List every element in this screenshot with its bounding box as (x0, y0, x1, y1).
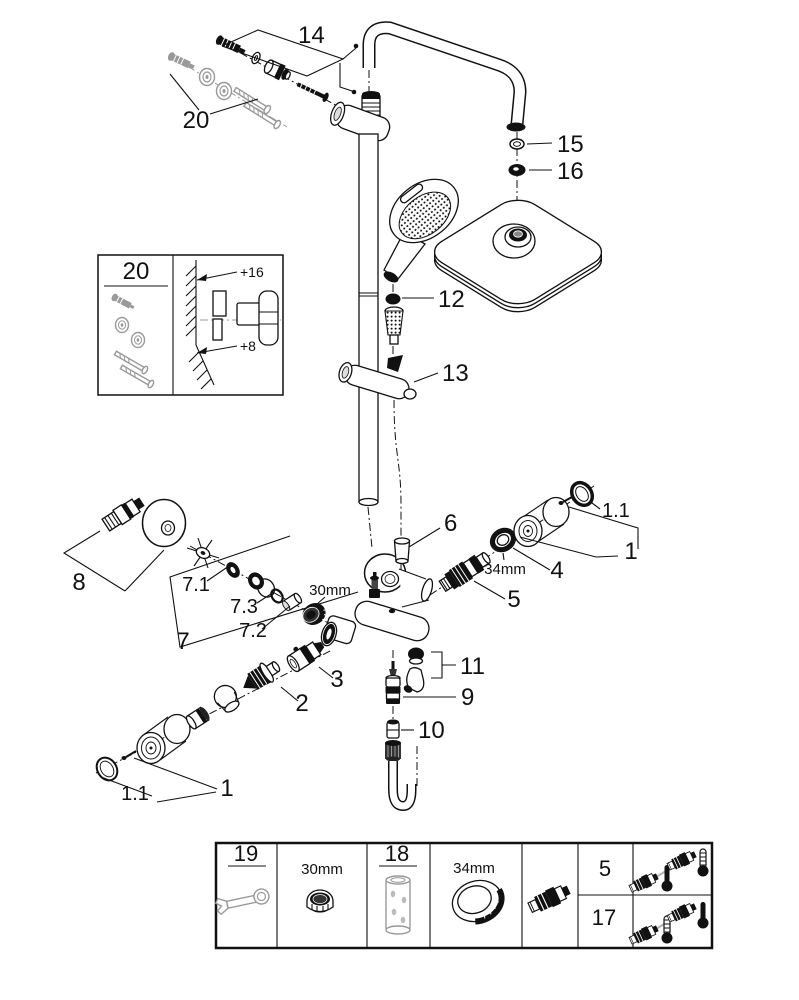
thermo-cell-row17 (627, 900, 709, 947)
table-cell-19: 19 (214, 841, 270, 916)
callout-11: 11 (460, 653, 485, 680)
sleeve-tool-icon (385, 875, 411, 935)
screw-icon (111, 293, 135, 310)
table-cell-30mm: 30mm (301, 861, 343, 913)
callout-7-3: 7.3 (230, 596, 258, 618)
shower-hose (385, 740, 418, 812)
ring-34mm-icon (451, 879, 505, 925)
hand-shower (383, 178, 459, 293)
part-20-fixing-set: 20 (167, 52, 288, 134)
part-4-ring-34mm: 34mm 4 (484, 527, 564, 584)
callout-7-1: 7.1 (182, 574, 210, 596)
washer-icon (130, 331, 146, 349)
right-handle-assembly: 1.1 1 (513, 480, 639, 565)
screw-icon (296, 82, 329, 102)
table-cell-18: 18 (379, 841, 417, 935)
table-label-30mm: 30mm (301, 861, 343, 878)
part-15-washer: 15 (509, 131, 584, 158)
dim-plus16: +16 (240, 264, 264, 280)
callout-1-1-right: 1.1 (602, 500, 630, 522)
part-11-group: 11 (403, 647, 485, 693)
callout-10: 10 (418, 717, 445, 744)
callout-13: 13 (442, 360, 469, 387)
spacer-icon (282, 592, 303, 612)
long-screw-icon (232, 86, 272, 115)
callout-14: 14 (298, 22, 325, 49)
aquadimmer-icon (286, 641, 325, 673)
callout-16: 16 (557, 158, 584, 185)
wrench-icon (214, 888, 270, 916)
size-34mm: 34mm (484, 561, 526, 578)
callout-3: 3 (330, 666, 343, 693)
callout-8: 8 (72, 569, 85, 596)
mounting-inset-box: 20 (97, 254, 284, 396)
washer-icon (198, 67, 216, 87)
table-label-19: 19 (234, 841, 258, 866)
callout-1-left: 1 (220, 775, 233, 802)
thermo-cell-row5 (627, 848, 710, 895)
thermostat-valve-body (320, 553, 434, 647)
callout-7-2: 7.2 (239, 620, 267, 642)
callout-7: 7 (176, 628, 189, 655)
long-screw-icon (119, 364, 155, 389)
screw-icon (167, 52, 195, 69)
adapter-icon (185, 706, 210, 730)
part-13-glide: 13 (338, 355, 469, 538)
service-table: 19 30mm 18 (214, 841, 714, 950)
callout-9: 9 (461, 684, 474, 711)
dim-plus8: +8 (240, 338, 256, 354)
cap-nut-icon (213, 684, 240, 713)
o-ring-icon (226, 562, 240, 578)
table-cell-34mm: 34mm (451, 860, 505, 925)
table-label-5: 5 (599, 856, 611, 881)
screw-icon (215, 35, 246, 54)
washer-icon (215, 81, 233, 101)
table-label-18: 18 (385, 841, 409, 866)
callout-12: 12 (438, 286, 465, 313)
size-30mm: 30mm (309, 582, 351, 599)
part-16-seal: 16 (508, 158, 584, 185)
callout-6: 6 (444, 510, 457, 537)
wall-section: +16 +8 (185, 260, 281, 390)
callout-2: 2 (295, 690, 308, 717)
part-14-assembly: 14 (215, 22, 359, 109)
nut-30mm: 30mm (302, 582, 351, 625)
elbow-piece-icon (248, 572, 284, 604)
part-6-plug: 6 (393, 510, 457, 570)
callout-4: 4 (550, 557, 563, 584)
wall-union-icon (263, 59, 291, 81)
table-label-34mm: 34mm (453, 860, 495, 877)
part-9-check-valve: 9 (385, 650, 474, 711)
part-10-seal: 10 (386, 706, 445, 744)
wall-tee-union (330, 101, 391, 142)
left-handle-assembly: 2 3 1.1 1 (95, 641, 344, 805)
callout-1-1-left: 1.1 (121, 783, 149, 805)
callout-1-right: 1 (624, 538, 637, 565)
shower-rail (358, 133, 379, 549)
part-12-seal-filter: 12 (384, 286, 465, 358)
part-7-group: 7.1 7.3 7.2 7 (169, 535, 359, 655)
long-screw-icon (113, 350, 149, 375)
part-5-thermo-cartridge: 5 (438, 551, 521, 613)
inset-title: 20 (123, 258, 150, 285)
table-label-17: 17 (592, 905, 616, 930)
part-8-union-escutcheon: 8 (62, 497, 187, 596)
callout-15: 15 (557, 131, 584, 158)
long-screw-icon (242, 101, 282, 130)
callout-20: 20 (183, 107, 210, 134)
head-shower (425, 194, 612, 318)
nut-30mm-icon (306, 889, 334, 913)
callout-5: 5 (507, 586, 520, 613)
star-knob-icon (186, 537, 220, 569)
washer-icon (114, 316, 130, 334)
cartridge-icon (243, 661, 281, 690)
